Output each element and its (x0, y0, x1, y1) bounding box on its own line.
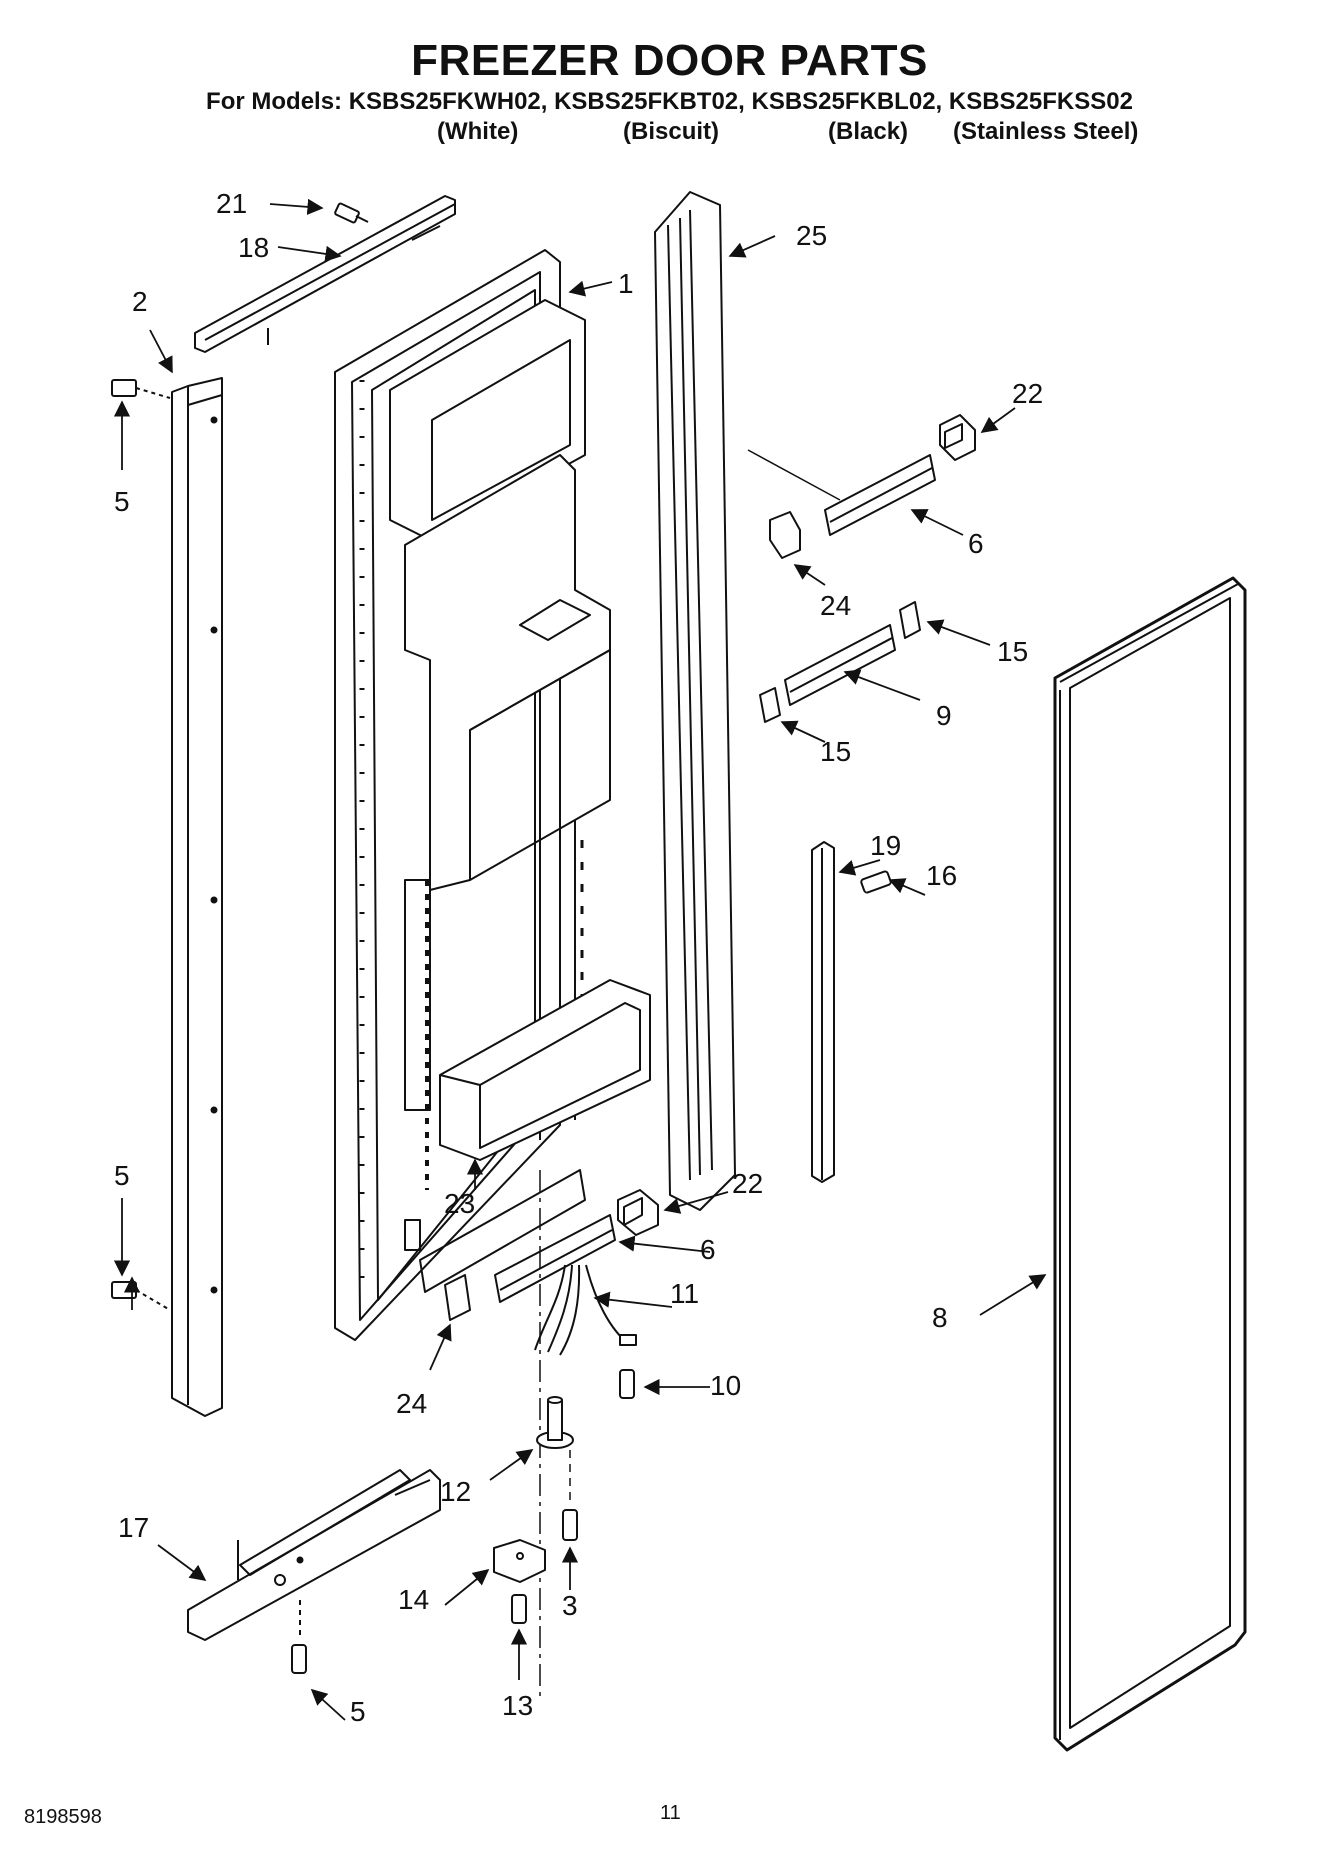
screw-part-3 (562, 1509, 578, 1541)
callout-3: 3 (562, 1590, 578, 1621)
clip-part-24-upper (769, 511, 801, 559)
callout-15-upper: 15 (997, 636, 1029, 667)
callout-15-lower: 15 (820, 736, 852, 767)
callout-14: 14 (398, 1584, 430, 1615)
callout-24-lower: 24 (396, 1388, 428, 1419)
clip-part-22-upper (939, 414, 976, 461)
page-title: FREEZER DOOR PARTS (411, 36, 928, 85)
channel-part-6-lower (494, 1214, 616, 1303)
left-trim-part-2 (171, 377, 223, 1417)
callout-21: 21 (216, 188, 248, 219)
callout-11: 11 (670, 1278, 700, 1309)
document-number: 8198598 (24, 1806, 102, 1828)
callout-16: 16 (926, 860, 958, 891)
door-liner-part-1 (334, 249, 611, 1341)
callout-10: 10 (710, 1370, 742, 1401)
callout-9: 9 (936, 700, 952, 731)
callout-5-middle: 5 (114, 1160, 130, 1191)
strip-part-19 (811, 841, 835, 1183)
callout-19: 19 (870, 830, 902, 861)
screw-part-21 (334, 202, 369, 224)
callout-22-upper: 22 (1012, 378, 1044, 409)
callout-1: 1 (618, 268, 634, 299)
bottom-trim-part-17 (187, 1469, 441, 1641)
callout-8: 8 (932, 1302, 948, 1333)
callout-13: 13 (502, 1690, 534, 1721)
clip-part-22-lower (617, 1189, 659, 1236)
callout-2: 2 (132, 286, 148, 317)
callout-12: 12 (440, 1476, 472, 1507)
door-gasket-part-8 (1053, 576, 1247, 1752)
screw-part-13 (511, 1594, 527, 1624)
callout-22-lower: 22 (732, 1168, 764, 1199)
clip-part-24-lower (444, 1274, 471, 1321)
color-label-black: (Black) (828, 118, 909, 145)
leader-arrows (113, 198, 1047, 1721)
clip-part-15-upper (899, 601, 921, 639)
models-line: For Models: KSBS25FKWH02, KSBS25FKBT02, … (206, 88, 1133, 115)
clip-part-15-lower (759, 687, 781, 723)
callout-25: 25 (796, 220, 828, 251)
door-bin-part-23 (439, 979, 651, 1161)
color-label-white: (White) (437, 118, 519, 145)
hinge-pin-part-12 (536, 1396, 574, 1449)
screw-part-16 (860, 870, 892, 894)
color-label-stainless: (Stainless Steel) (953, 118, 1139, 145)
screw-part-5-upper (111, 379, 171, 399)
top-trim-part-18 (194, 195, 456, 353)
color-label-biscuit: (Biscuit) (623, 118, 719, 145)
page-number: 11 (660, 1802, 681, 1824)
hinge-bracket-part-14 (493, 1539, 546, 1583)
callout-24-upper: 24 (820, 590, 852, 621)
channel-part-9 (784, 624, 896, 706)
callout-23: 23 (444, 1188, 476, 1219)
callout-17: 17 (118, 1512, 150, 1543)
gasket-part-25 (654, 191, 736, 1211)
callout-6-upper: 6 (968, 528, 984, 559)
channel-part-6-upper (824, 454, 936, 536)
callout-18: 18 (238, 232, 270, 263)
screw-part-5-lower (111, 1281, 171, 1311)
screw-part-10 (619, 1369, 635, 1399)
callout-5-bottom: 5 (350, 1696, 366, 1727)
wire-harness-part-11 (534, 1264, 637, 1356)
callout-6-lower: 6 (700, 1234, 716, 1265)
screw-part-5-bottom (291, 1600, 307, 1674)
callout-5-upper: 5 (114, 486, 130, 517)
